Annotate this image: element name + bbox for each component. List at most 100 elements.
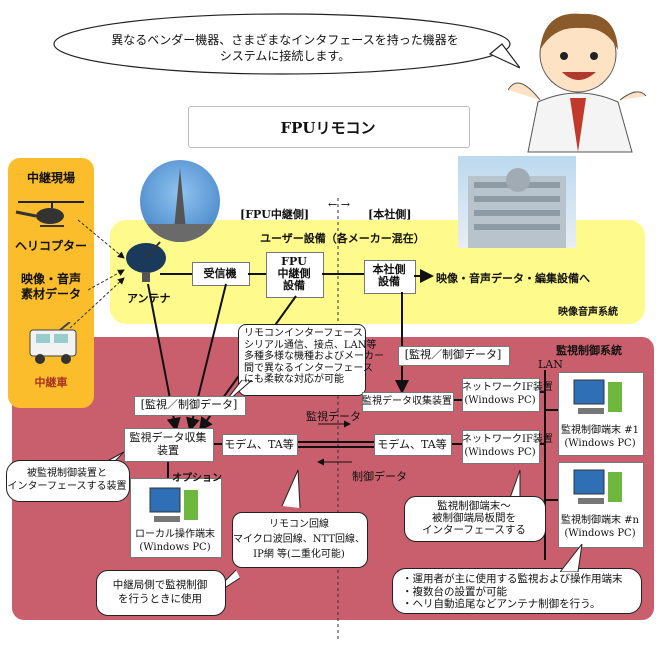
hq-equipment-line-1: 本社側 [372, 263, 406, 276]
windows-pc-icon [573, 379, 622, 414]
terminal-note-line-1: 監視制御端末～ [437, 500, 511, 512]
remote-interface-text: リモコンインターフェース シリアル通信、接点、LAN等 多種多様な機種およびメー… [244, 328, 384, 386]
speech-line-2: システムに接続します。 [219, 49, 351, 63]
terminal-n-label: 監視制御端末 #n (Windows PC) [558, 514, 642, 540]
interface-device-text: 被監視制御装置と インターフェースする装置 [6, 467, 128, 493]
fpu-relay-box [266, 252, 324, 298]
network-if-1-line-2: (Windows PC) [464, 395, 536, 406]
network-if-2-line-1: ネットワークIF装置 [462, 434, 553, 445]
material-line-1: 映像・音声 [20, 272, 81, 286]
usage-bullet-2: ・複数台の設置が可能 [402, 585, 507, 598]
speech-text: 異なるベンダー機器、さまざまなインタフェースを持った機器を システムに接続します… [80, 32, 490, 64]
terminal-usage-callout [392, 568, 642, 614]
monitor-system-label: 監視制御系統 [556, 344, 622, 357]
local-collector-box [124, 428, 214, 462]
modem-right-box [374, 434, 452, 456]
usage-bullet-3: ・ヘリ自動追尾などアンテナ制御を行う。 [402, 598, 601, 610]
local-collector-line-1: 監視データ収集 [129, 431, 207, 444]
modem-left-label: モデム、TA等 [224, 438, 294, 451]
speech-line-1: 異なるベンダー機器、さまざまなインタフェースを持った機器を [111, 33, 459, 47]
hq-collector-label: 監視データ収集装置 [362, 396, 452, 407]
terminal-1-label: 監視制御端末 #1 (Windows PC) [558, 424, 642, 450]
modem-left-box [222, 434, 298, 456]
hq-collector-box [362, 392, 454, 412]
network-if-1-label: ネットワークIF装置 (Windows PC) [462, 381, 553, 407]
antenna-label: アンテナ [127, 292, 171, 305]
modem-right-label: モデム、TA等 [377, 438, 447, 451]
presenter-illustration [508, 13, 647, 153]
user-equipment-title: ユーザー設備（各メーカー混在） [260, 232, 425, 245]
network-if-2-line-2: (Windows PC) [464, 447, 536, 458]
terminal-1-line-1: 監視制御端末 #1 [561, 425, 639, 436]
interface-device-line-2: インターフェースする装置 [7, 481, 127, 492]
interface-device-callout [6, 460, 130, 502]
speech-bubble [53, 13, 520, 75]
local-terminal-label: ローカル操作端末 (Windows PC) [130, 528, 220, 554]
video-output-label: 映像・音声データ・編集設備へ [436, 272, 590, 285]
remote-interface-callout [238, 324, 366, 396]
lan-label: LAN [538, 358, 563, 371]
terminal-n-line-1: 監視制御端末 #n [561, 515, 639, 526]
windows-pc-icon [149, 487, 198, 522]
terminal-usage-text: ・運用者が主に使用する監視および操作用端末 ・複数台の設置が可能 ・ヘリ自動追尾… [402, 573, 623, 611]
local-note-line-2: を行うときに使用 [118, 593, 202, 605]
monitor-data-label: 監視データ [306, 410, 361, 423]
fpu-side-label: [FPU中継側] [240, 208, 310, 221]
terminal-note-line-3: インターフェースする [422, 524, 526, 536]
video-system-label: 映像音声系統 [558, 307, 618, 318]
helicopter-label: ヘリコプター [14, 239, 87, 253]
material-label: 映像・音声 素材データ [8, 272, 94, 302]
local-terminal-line-1: ローカル操作端末 [135, 529, 215, 540]
antenna-icon [126, 241, 166, 282]
tokyo-tower-photo [140, 160, 220, 242]
network-if-1-box [462, 378, 540, 412]
remote-if-line-4: 間で異なるインターフェース [244, 362, 373, 374]
hq-equipment-label: 本社側 設備 [364, 264, 414, 288]
terminal-usage-pointer [560, 544, 583, 572]
helicopter-icon [15, 201, 84, 227]
terminal-note-callout [404, 496, 546, 542]
monitor-control-data-box-1 [134, 396, 246, 416]
control-data-label: 制御データ [352, 470, 407, 483]
remote-if-line-5: にも柔軟な対応が可能 [244, 374, 344, 385]
side-arrows: ← → [328, 198, 350, 211]
local-note-line-1: 中継局側で監視制御 [112, 579, 208, 591]
remote-line-line-1: リモコン回線 [269, 519, 329, 530]
relay-site-title: 中継現場 [26, 171, 75, 185]
windows-pc-icon [573, 469, 622, 504]
local-collector-label: 監視データ収集 装置 [124, 431, 212, 457]
option-label: オプション [172, 473, 222, 484]
terminal-1-line-2: (Windows PC) [564, 438, 636, 449]
receiver-box [192, 262, 250, 286]
fpu-relay-label: FPU 中継側 設備 [266, 256, 322, 292]
interface-device-line-1: 被監視制御装置と [27, 468, 107, 479]
network-if-2-label: ネットワークIF装置 (Windows PC) [462, 433, 553, 459]
monitor-control-data-box-2 [398, 346, 510, 366]
remote-line-line-3: IP網 等(二重化可能) [253, 549, 345, 560]
remote-line-line-2: マイクロ波回線、NTT回線、 [232, 534, 366, 545]
headquarters-photo [458, 156, 576, 248]
monitor-control-data-label-2: [監視／制御データ] [404, 348, 502, 361]
local-note-callout [96, 570, 226, 616]
terminal-note-text: 監視制御端末～ 被制御端局板間を インターフェースする [404, 500, 544, 536]
material-line-2: 素材データ [20, 287, 81, 301]
network-if-2-box [462, 430, 540, 464]
remote-if-line-2: シリアル通信、接点、LAN等 [244, 339, 377, 351]
fpu-relay-line-2: 中継側 [277, 267, 311, 280]
receiver-label: 受信機 [203, 267, 237, 280]
monitor-control-data-label-1: [監視／制御データ] [140, 398, 238, 411]
terminal-note-line-2: 被制御端局板間を [432, 512, 516, 524]
title-box [188, 106, 470, 148]
page-title: FPUリモコン [280, 119, 376, 137]
hq-equipment-line-2: 設備 [378, 275, 400, 288]
hq-side-label: [本社側] [368, 208, 412, 221]
terminal-n-line-2: (Windows PC) [564, 528, 636, 539]
local-note-text: 中継局側で監視制御 を行うときに使用 [96, 578, 224, 606]
relay-site-panel [8, 158, 94, 408]
remote-line-callout [232, 512, 368, 568]
usage-bullet-1: ・運用者が主に使用する監視および操作用端末 [402, 573, 623, 585]
remote-if-line-1: リモコンインターフェース [244, 328, 363, 339]
fpu-relay-line-1: FPU [281, 255, 307, 268]
network-if-1-line-1: ネットワークIF装置 [462, 382, 553, 393]
local-terminal-line-2: (Windows PC) [139, 542, 211, 553]
